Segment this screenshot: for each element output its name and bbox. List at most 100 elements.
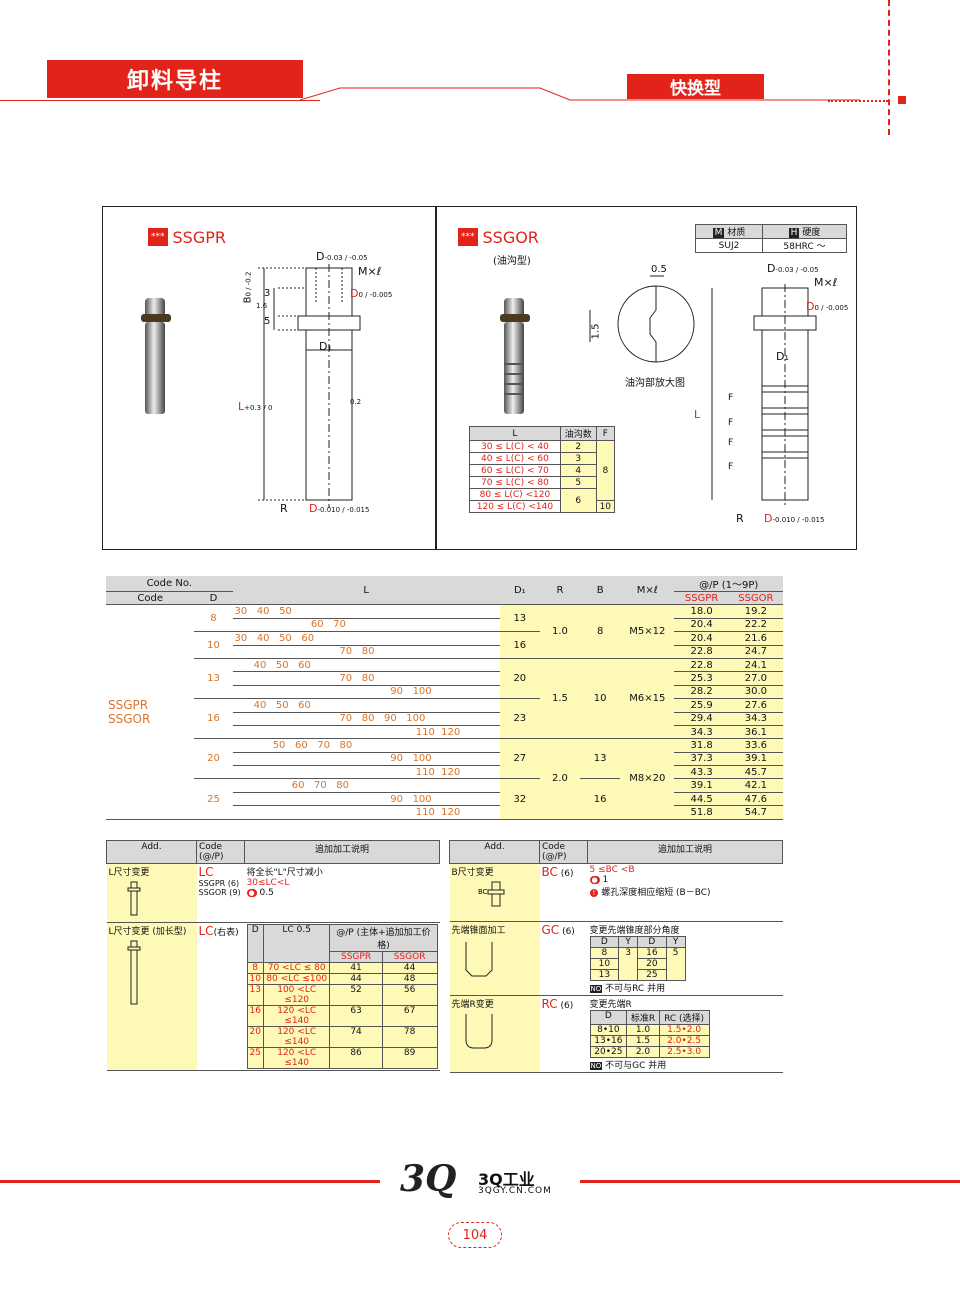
groove-f-1: 8 xyxy=(595,440,616,501)
al-r1-p1: SSGPR (6) xyxy=(198,879,240,888)
ar-r1-d3-wrap: ! 螺孔深度相应缩短 (B－BC) xyxy=(589,885,781,898)
price-ssgor: 45.7 xyxy=(728,765,783,780)
ssgor-dim-r: R xyxy=(736,512,744,525)
code-ssgpr: SSGPR xyxy=(108,698,149,713)
ar-r1-cell: B尺寸变更 BC xyxy=(449,863,540,922)
ssgor-dim-d-bot-tol: -0.010 / -0.015 xyxy=(772,516,825,524)
lc-p1: 63 xyxy=(329,1005,383,1027)
al-r1-fig xyxy=(127,881,140,916)
rc-d-2: 20•25 xyxy=(589,1046,628,1058)
ssgor-drawing xyxy=(711,284,817,508)
lc-range: 120 <LC ≤140 xyxy=(262,1005,331,1027)
price-ssgpr: 29.4 xyxy=(674,712,729,726)
ssgpr-photo xyxy=(141,298,171,414)
dim-d-bot-label: D xyxy=(309,502,318,515)
l-cell: 70 80 xyxy=(232,645,500,659)
b-cell: 13 xyxy=(580,738,621,780)
price-ssgor: 54.7 xyxy=(728,805,783,820)
d-cell: 10 xyxy=(194,631,233,659)
price-ssgpr: 22.8 xyxy=(674,645,729,659)
ssgpr-dim-d1: D₁ xyxy=(319,340,332,353)
ssgor-label: *** SSGOR xyxy=(458,228,539,247)
l-cell: 90 100 xyxy=(232,792,500,807)
groove-l-3: 70 ≤ L(C) < 80 xyxy=(469,476,561,489)
groove-h-l: L xyxy=(469,426,561,441)
r-cell: 1.0 xyxy=(539,604,581,659)
ar-r1-name: B尺寸变更 xyxy=(451,868,494,878)
code-ssgor: SSGOR xyxy=(108,712,151,727)
ar-r2-code-cell: GC (6) xyxy=(539,921,588,996)
rc-r-1: 1.5 xyxy=(626,1035,660,1047)
rc-rc-0: 1.5•2.0 xyxy=(658,1024,710,1036)
d1-cell: 27 xyxy=(499,738,540,780)
margin-square xyxy=(898,96,906,104)
price-ssgor: 24.7 xyxy=(728,645,783,659)
gc-d-0: 8 xyxy=(589,947,620,959)
lc-d: 10 xyxy=(246,973,264,985)
ssgpr-dim-d-top: D-0.03 / -0.05 xyxy=(316,250,368,263)
h-code: Code xyxy=(106,591,195,606)
ssgpr-rough2: 0.2 xyxy=(350,398,362,406)
ar-r2-no-icon: NO xyxy=(589,985,603,993)
rc-d-1: 13•16 xyxy=(589,1035,628,1047)
footer-url: 3QGY.CN.COM xyxy=(478,1186,552,1196)
d-cell: 20 xyxy=(194,738,233,780)
ssgor-dim-d-top: D-0.03 / -0.05 xyxy=(767,262,819,275)
mxl-cell: M6×15 xyxy=(620,658,675,740)
lc-p2: 78 xyxy=(381,1026,438,1048)
rc-rc-2: 2.5•3.0 xyxy=(658,1046,710,1058)
dim-d-top-tol: -0.03 / -0.05 xyxy=(324,254,368,262)
header-rule xyxy=(300,87,860,101)
page-title: 卸料导柱 xyxy=(47,60,303,98)
al-r1-name: L尺寸变更 xyxy=(108,868,150,878)
al-r2-code-cell: LC(右表) xyxy=(196,922,245,1071)
material-value: SUJ2 xyxy=(694,238,764,253)
ssgor-dim-f4: F xyxy=(728,462,734,472)
lc-h-p1: SSGPR xyxy=(329,951,383,963)
d-cell: 8 xyxy=(194,604,233,633)
price-ssgpr: 37.3 xyxy=(674,752,729,767)
al-h-code: Code (@/P) xyxy=(196,840,245,864)
al-h-add: Add. xyxy=(106,840,197,864)
l-cell: 40 50 60 xyxy=(232,698,500,713)
price-ssgpr: 25.3 xyxy=(674,671,729,686)
ar-r3-code: RC xyxy=(541,997,558,1011)
groove-detail xyxy=(589,275,695,363)
price-ssgor: 34.3 xyxy=(728,712,783,726)
l-cell: 110 120 xyxy=(232,805,500,820)
ar-r2-no-wrap: NO 不可与RC 并用 xyxy=(589,981,781,994)
material-label: 材质 xyxy=(727,228,746,238)
rc-r-0: 1.0 xyxy=(626,1024,660,1036)
lc-d: 20 xyxy=(246,1026,264,1048)
ssgpr-dim-d-bot: D-0.010 / -0.015 xyxy=(309,502,369,515)
price-ssgor: 30.0 xyxy=(728,685,783,700)
al-r1-code-cell: LC SSGPR (6) SSGOR (9) xyxy=(196,863,245,923)
al-r1-d3-wrap: ● 0.5 xyxy=(246,888,438,898)
lc-p1: 41 xyxy=(329,962,383,974)
ar-r1-d1: 5 ≤BC <B xyxy=(589,865,635,875)
ar-r3-no: 不可与GC 并用 xyxy=(605,1061,667,1071)
lc-d: 16 xyxy=(246,1005,264,1027)
groove-width: 0.5 xyxy=(651,264,667,275)
b-cell: 10 xyxy=(580,658,621,740)
l-cell: 110 120 xyxy=(232,725,500,740)
page-subtitle: 快换型 xyxy=(627,74,764,99)
lc-range: 70 <LC ≤ 80 xyxy=(262,962,331,974)
ar-r3-name: 先端R变更 xyxy=(451,1000,494,1010)
groove-l-2: 60 ≤ L(C) < 70 xyxy=(469,464,561,477)
dim-l-tol: +0.3 / 0 xyxy=(244,404,273,412)
al-r1-desc: 将全长"L"尺寸减小 30≤LC<L ● 0.5 xyxy=(244,863,440,923)
ssgpr-dim-r: R xyxy=(280,502,288,515)
price-ssgor: 36.1 xyxy=(728,725,783,740)
ar-r2-fig xyxy=(465,942,492,977)
ssgpr-stars: *** xyxy=(148,228,168,246)
